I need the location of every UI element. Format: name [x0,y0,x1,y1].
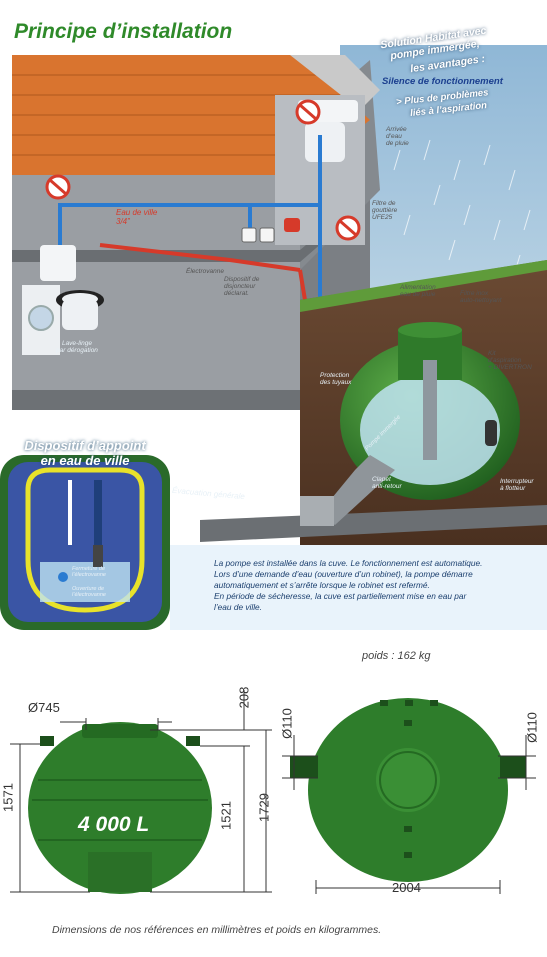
footer-note: Dimensions de nos références en millimèt… [52,924,382,936]
dim-1521: 1521 [218,801,234,830]
description-text: La pompe est installée dans la cuve. Le … [214,558,483,612]
dim-1729: 1729 [256,793,272,822]
page-title: Principe d’installation [14,20,233,43]
dim-diam-110-right: Ø110 [524,712,540,743]
dim-diam-745: Ø745 [28,700,60,715]
dim-208: 208 [236,686,252,709]
badge-line4: Silence de fonctionnement [382,76,503,87]
advantages-badge: Solution Habitat avec pompe immergée, le… [368,20,547,130]
dim-1571: 1571 [0,783,16,812]
dim-2004: 2004 [392,880,421,895]
installation-illustration [0,45,547,630]
description-panel [170,545,547,630]
tank-volume-label: 4 000 L [78,813,150,836]
tank-dimensions-drawing [10,690,536,894]
weight-label: poids : 162 kg [362,650,431,662]
label-electrovanne: Électrovanne [186,268,224,275]
dim-diam-110-left: Ø110 [279,708,295,739]
